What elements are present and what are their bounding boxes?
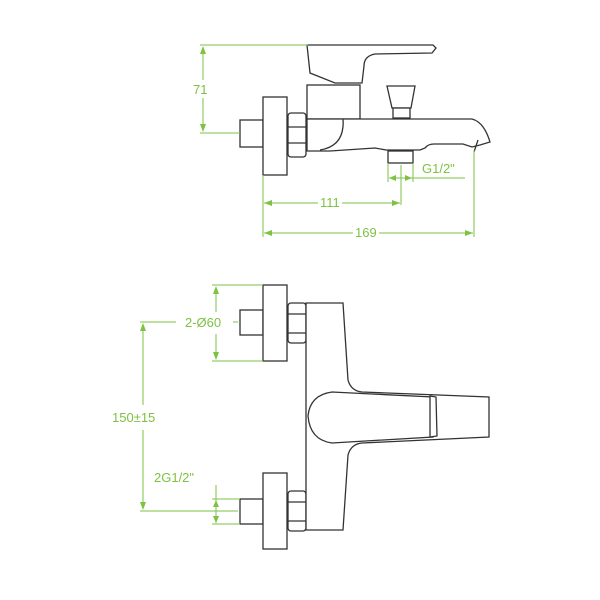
side-view (239, 44, 491, 176)
center-distance-label: 150±15 (110, 410, 158, 425)
side-valve-body (306, 84, 361, 120)
diverter-stem (392, 107, 411, 119)
front-bottom-nut (287, 490, 307, 532)
aerator (387, 150, 414, 164)
height-dimension-label: 71 (191, 82, 210, 97)
diverter-knob (386, 85, 416, 109)
inlet-to-outlet-dimension-label: 111 (318, 195, 342, 210)
front-top-nut (287, 302, 307, 344)
flange-diameter-label: 2-Ø60 (183, 315, 224, 330)
front-bottom-pipe-stub (239, 498, 264, 525)
front-view (239, 284, 490, 550)
side-flange (262, 96, 288, 176)
front-top-flange (262, 284, 288, 362)
side-nut (287, 112, 307, 158)
side-pipe-stub (239, 119, 264, 148)
overall-length-dimension-label: 169 (353, 225, 379, 240)
side-spout (306, 118, 491, 152)
outlet-thread-label: G1/2" (420, 161, 457, 176)
front-bottom-flange (262, 472, 288, 550)
front-top-pipe-stub (239, 309, 264, 336)
side-handle (306, 44, 437, 84)
front-handle (307, 391, 434, 444)
inlet-thread-label: 2G1/2" (152, 470, 197, 485)
front-dimensions (140, 284, 263, 525)
